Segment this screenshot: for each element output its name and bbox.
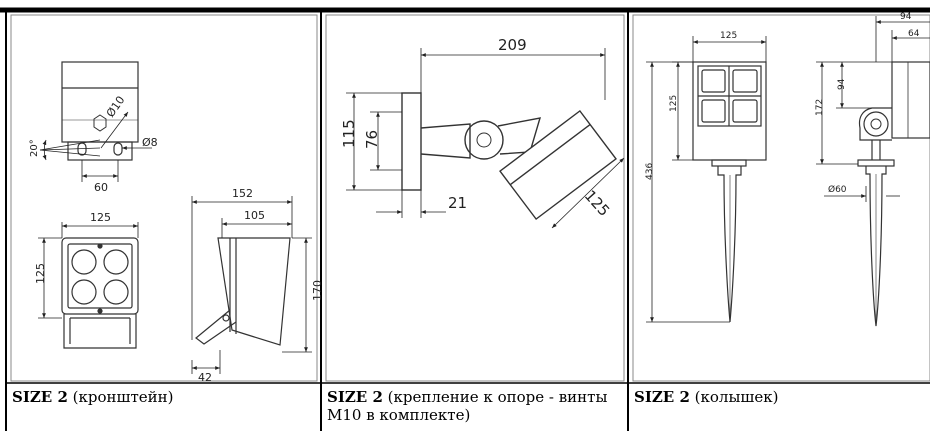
dim-front-width: 125 <box>90 211 111 224</box>
dim-head-size: 125 <box>581 187 614 220</box>
dim-overall-length: 209 <box>498 36 527 54</box>
caption-pole-mount-size: SIZE 2 <box>327 388 383 406</box>
caption-stake-text: (колышек) <box>689 388 779 406</box>
dim-overall-height: 436 <box>645 163 655 180</box>
bracket-front-view <box>61 237 139 349</box>
dim-hole-spacing: 60 <box>94 181 108 194</box>
bracket-top-view <box>61 61 139 161</box>
dim-angle: 20° <box>29 139 40 157</box>
dim-plate-height: 115 <box>340 119 358 148</box>
caption-pole-mount-text: (крепление к опоре - винты М10 в комплек… <box>327 388 608 424</box>
dim-plate-thickness: 21 <box>448 194 467 212</box>
dim-slot-diameter: Ø8 <box>142 136 158 149</box>
dim-side-to-pivot: 172 <box>815 99 825 116</box>
bracket-side-dims <box>191 196 312 374</box>
dim-stake-diameter: Ø60 <box>828 184 847 195</box>
dim-bracket-offset: 42 <box>198 371 212 384</box>
dim-side-height: 170 <box>311 280 324 301</box>
dim-side-overall-width: 152 <box>232 187 253 200</box>
table-grid <box>0 7 930 431</box>
caption-stake: SIZE 2 (колышек) <box>634 388 924 406</box>
dim-head-width: 125 <box>720 31 737 41</box>
stake-side-view <box>857 61 930 327</box>
dim-side-head-height: 94 <box>837 78 847 90</box>
dim-side-width-outer: 94 <box>900 12 912 22</box>
dim-head-height: 125 <box>669 95 679 112</box>
bracket-top-dims <box>39 111 152 182</box>
stake-side-dims <box>816 16 930 202</box>
pole-mount-dims <box>346 48 625 229</box>
caption-bracket-text: (кронштейн) <box>67 388 174 406</box>
caption-bracket-size: SIZE 2 <box>12 388 68 406</box>
bracket-front-dims <box>38 222 139 319</box>
stake-front-view <box>692 61 767 323</box>
dim-side-body-width: 105 <box>244 209 265 222</box>
caption-row: SIZE 2 (кронштейн) SIZE 2 (крепление к о… <box>0 383 930 431</box>
dim-side-width-inner: 64 <box>908 29 920 39</box>
caption-pole-mount: SIZE 2 (крепление к опоре - винты М10 в … <box>327 388 617 424</box>
caption-stake-size: SIZE 2 <box>634 388 690 406</box>
dim-front-height: 125 <box>34 263 47 284</box>
stake-front-dims <box>646 36 767 323</box>
caption-bracket: SIZE 2 (кронштейн) <box>12 388 312 406</box>
bracket-side-view <box>195 237 291 346</box>
dim-hole-spacing-pole: 76 <box>363 130 381 149</box>
